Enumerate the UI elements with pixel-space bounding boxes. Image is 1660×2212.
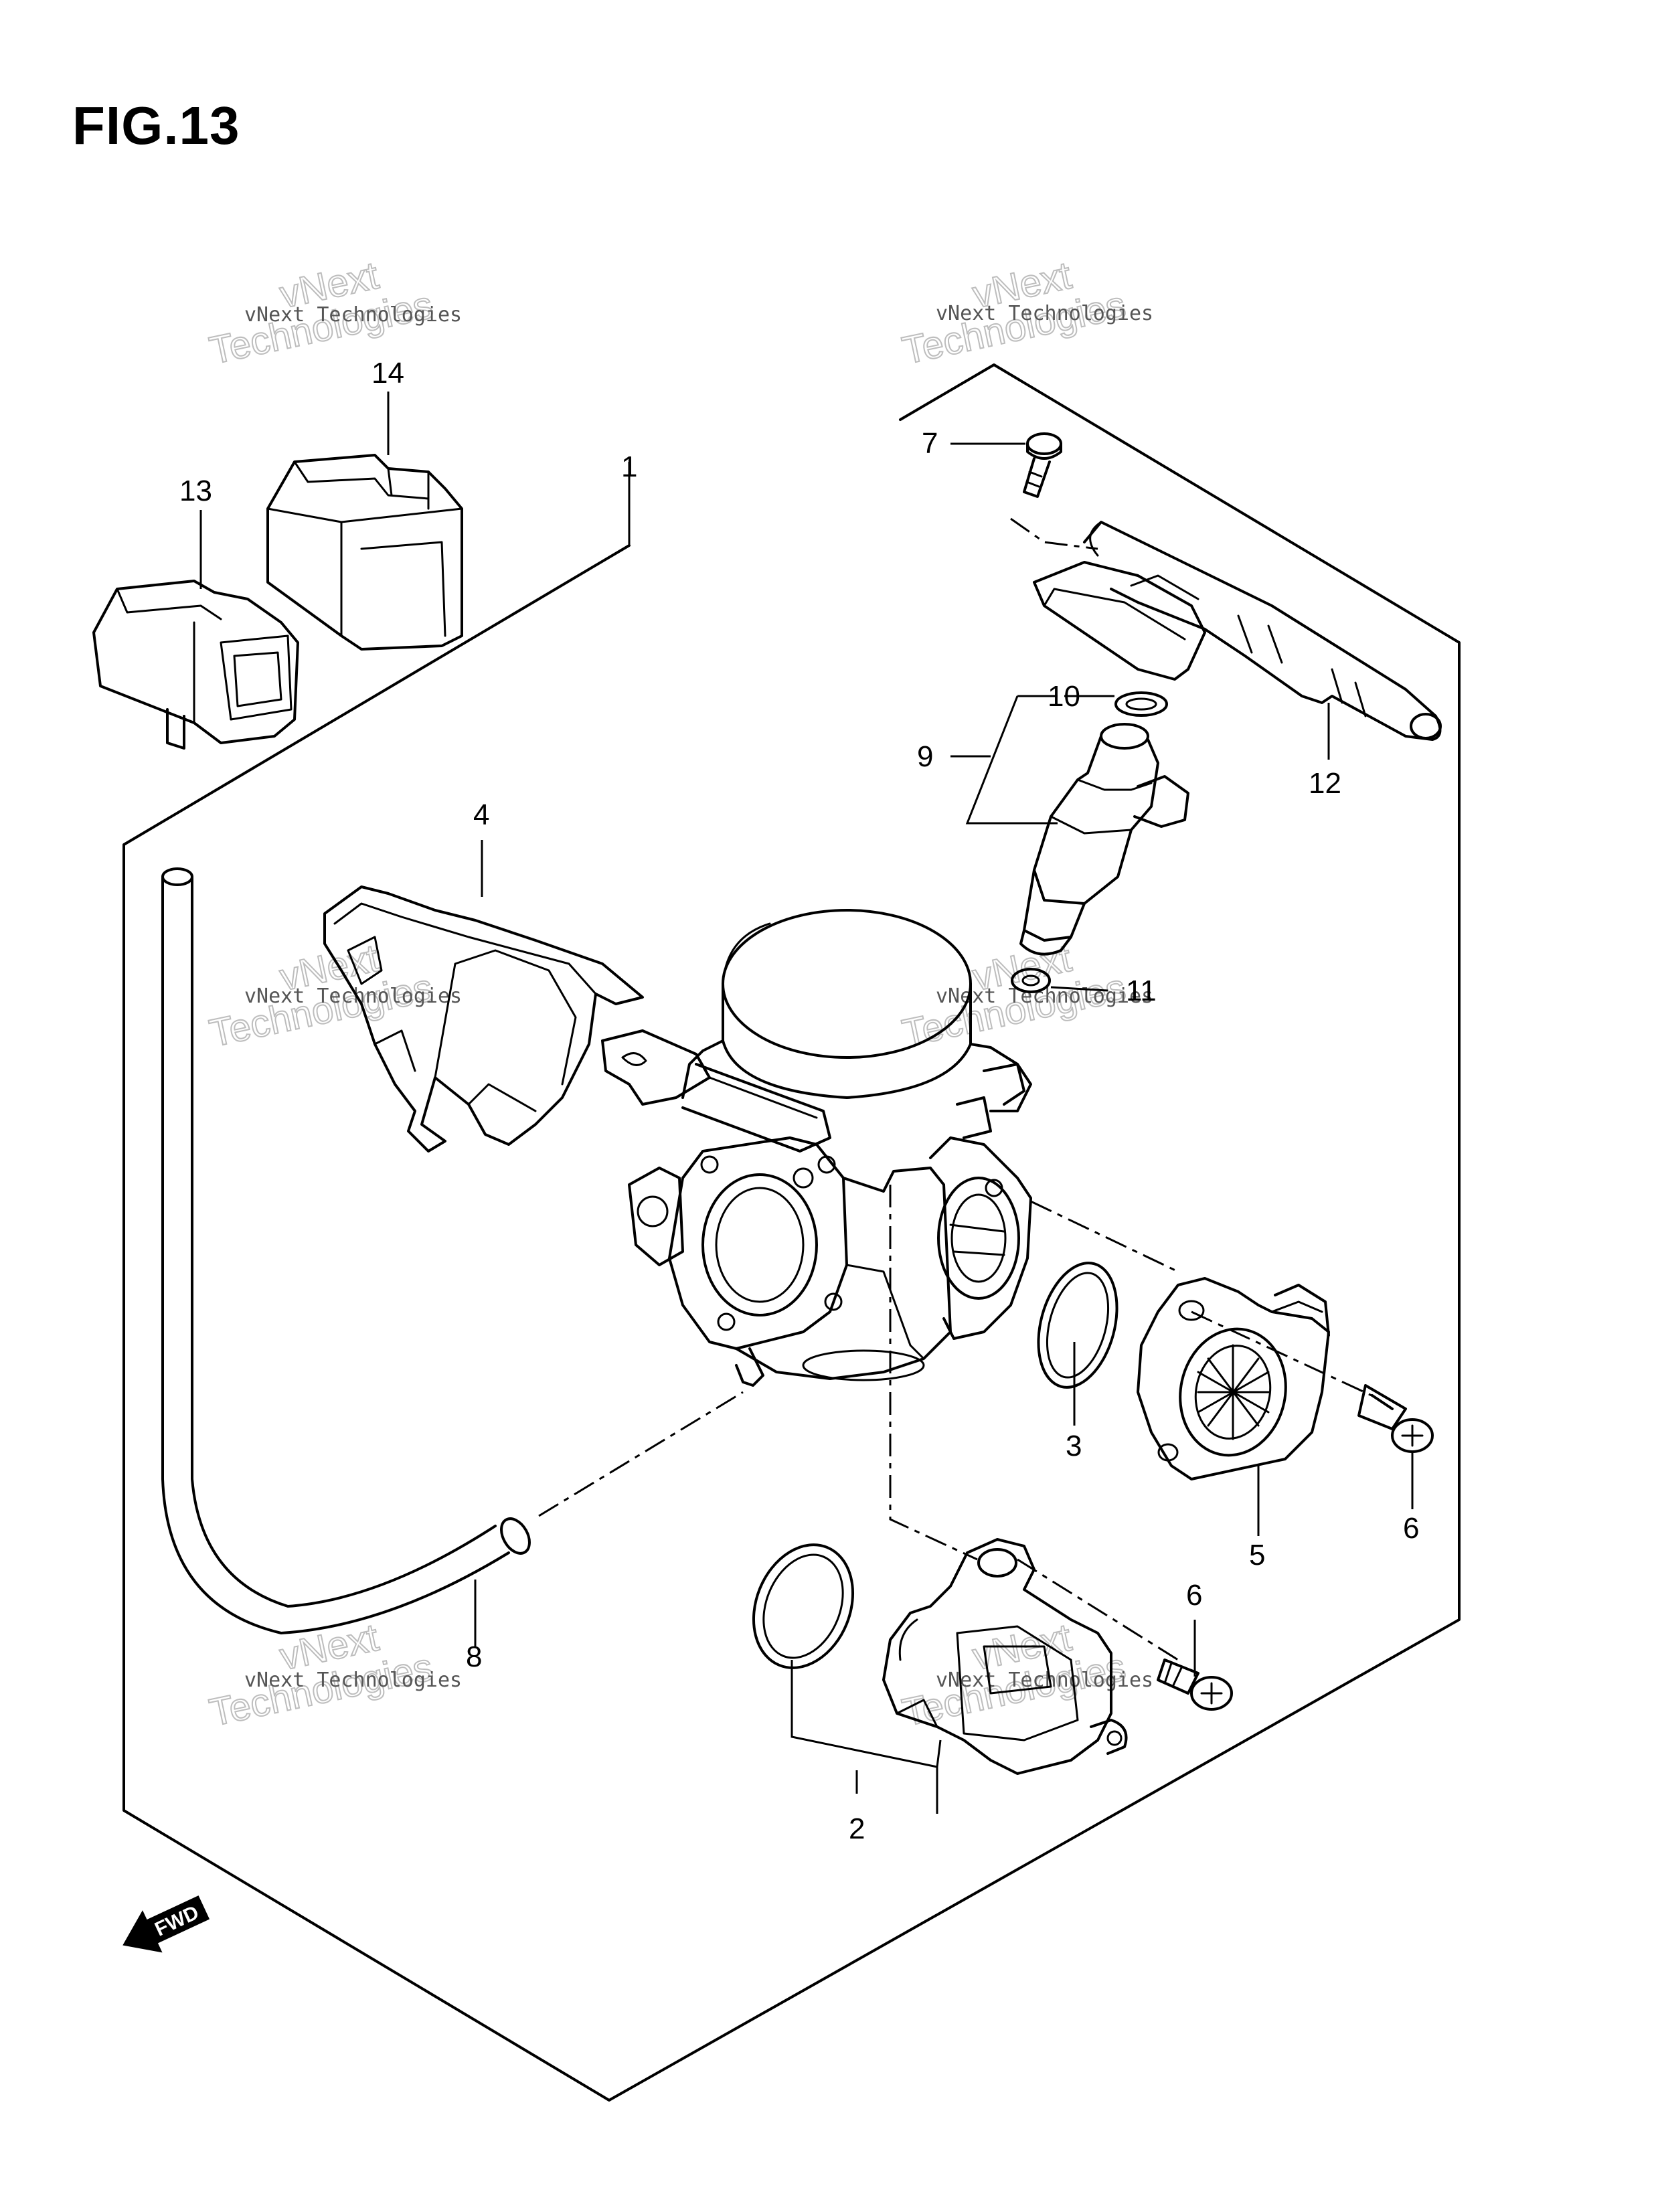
- part-14-connector-cover: [266, 454, 463, 651]
- part-5-throttle-position-sensor: [1137, 1277, 1330, 1480]
- watermark-text: vNext Technologies: [936, 302, 1153, 325]
- part-6-screw-upper: [1357, 1384, 1434, 1453]
- figure-title: FIG.13: [72, 96, 240, 155]
- watermark-group: Technologies vNext vNext Technologies Te…: [205, 253, 1154, 1735]
- part-6-screw-lower: [1157, 1658, 1233, 1711]
- callout-12: 12: [1309, 767, 1341, 800]
- part-3-o-ring-inner: [1046, 1272, 1110, 1379]
- fwd-arrow-icon: FWD: [122, 1895, 210, 1953]
- throttle-body: [601, 909, 1032, 1387]
- callout-8: 8: [466, 1640, 482, 1673]
- callout-14: 14: [371, 357, 404, 390]
- callout-labels: 1 2 3 4 5 6 6 7 8 9 10 11 12 13 14: [179, 357, 1419, 1845]
- callout-7: 7: [922, 427, 938, 460]
- assembly-boundary: [122, 363, 1461, 2102]
- callout-9: 9: [917, 740, 933, 773]
- callout-6-upper: 6: [1403, 1512, 1419, 1545]
- exploded-view-lines: [538, 1185, 1380, 1661]
- callout-4: 4: [473, 798, 489, 831]
- part-11-seal-inner: [1021, 974, 1040, 987]
- part-8-hose: [161, 867, 531, 1634]
- part-10-o-ring: [1114, 691, 1168, 717]
- callout-3: 3: [1066, 1430, 1082, 1462]
- part-2-idle-air-valve: [752, 1538, 1128, 1775]
- watermark-text: vNext Technologies: [244, 303, 462, 327]
- callout-leaders: [199, 392, 1414, 1814]
- callout-11: 11: [1126, 974, 1157, 1007]
- part-13-sensor-connector: [92, 580, 299, 750]
- callout-13: 13: [179, 475, 212, 507]
- part-3-o-ring: [1037, 1262, 1118, 1389]
- watermark-text: vNext Technologies: [936, 1669, 1153, 1692]
- callout-5: 5: [1249, 1539, 1265, 1571]
- part-4-bracket: [323, 885, 644, 1153]
- callout-2: 2: [849, 1812, 865, 1845]
- part-11-seal: [1011, 968, 1051, 993]
- leader-dash-7-12: [1010, 517, 1098, 550]
- callout-10: 10: [1048, 680, 1080, 713]
- watermark-text: vNext Technologies: [244, 1669, 462, 1692]
- callout-1: 1: [621, 450, 637, 483]
- callout-6-lower: 6: [1186, 1579, 1202, 1612]
- part-10-o-ring-inner: [1125, 697, 1157, 711]
- part-7-screw: [1023, 432, 1062, 498]
- part-9-fuel-injector: [1019, 723, 1189, 956]
- part-12-fuel-delivery-pipe: [1033, 521, 1442, 741]
